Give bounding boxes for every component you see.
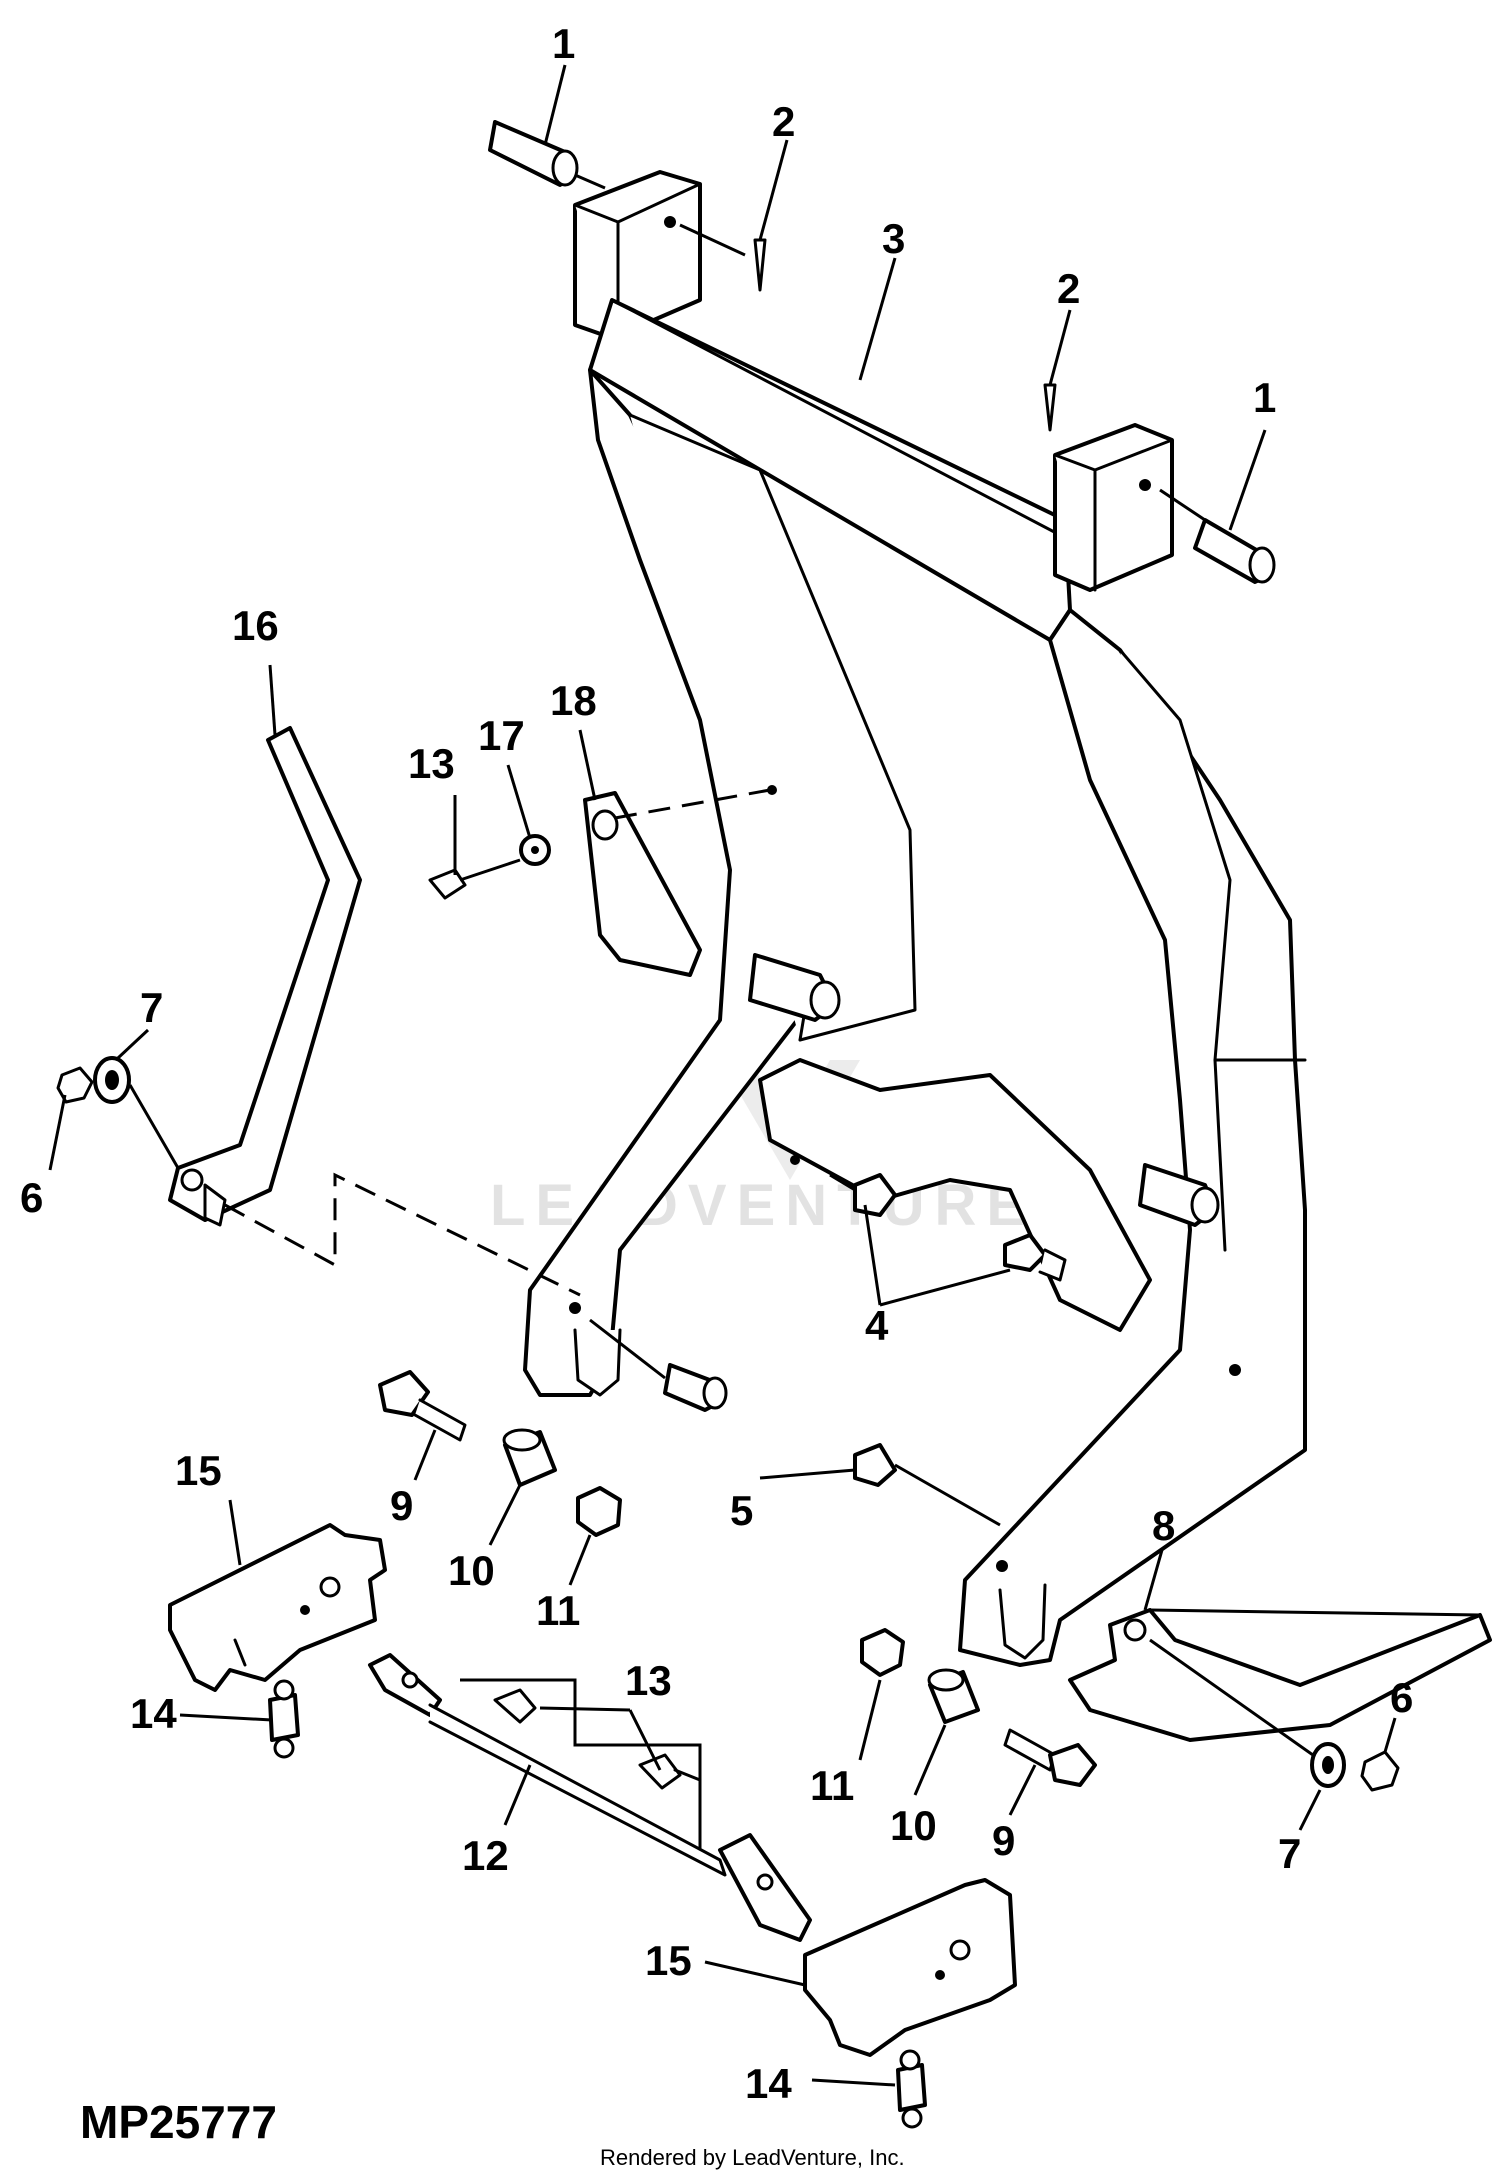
callout-2-right: 2 bbox=[1057, 265, 1080, 312]
callout-15-upper: 15 bbox=[175, 1447, 222, 1494]
callout-4: 4 bbox=[865, 1302, 889, 1349]
linkage-rod-12 bbox=[368, 1653, 812, 1942]
washer-7-right bbox=[1310, 1742, 1346, 1788]
plate-15-upper bbox=[168, 1523, 387, 1692]
callout-14-lower: 14 bbox=[745, 2060, 792, 2107]
callout-3: 3 bbox=[882, 215, 905, 262]
pin-top-left bbox=[488, 120, 606, 190]
callout-10-left: 10 bbox=[448, 1547, 495, 1594]
callout-6-right: 6 bbox=[1390, 1674, 1413, 1721]
callout-11-left: 11 bbox=[536, 1587, 580, 1634]
callout-1-top-left: 1 bbox=[552, 20, 575, 67]
callout-8: 8 bbox=[1152, 1502, 1175, 1549]
nut-6-left bbox=[56, 1066, 94, 1104]
callout-17: 17 bbox=[478, 712, 525, 759]
bolt-9-right bbox=[1003, 1728, 1097, 1787]
nut-6-right bbox=[1360, 1750, 1400, 1792]
washer-17 bbox=[519, 834, 551, 866]
loader-frame bbox=[523, 170, 1307, 1667]
callout-15-lower: 15 bbox=[645, 1937, 692, 1984]
bolt-13-lower-b bbox=[638, 1753, 702, 1790]
nut-11-right bbox=[860, 1628, 905, 1677]
callout-6-left: 6 bbox=[20, 1174, 43, 1221]
callout-5: 5 bbox=[730, 1487, 753, 1534]
spacer-10-right bbox=[927, 1668, 980, 1724]
callout-7-right: 7 bbox=[1278, 1830, 1301, 1877]
bolt-13-lower-a bbox=[493, 1688, 537, 1724]
dash-line-18 bbox=[614, 788, 771, 820]
bracket-18 bbox=[583, 791, 702, 977]
callout-7-left: 7 bbox=[140, 984, 163, 1031]
spring-14-upper bbox=[268, 1679, 300, 1759]
callout-14-upper: 14 bbox=[130, 1690, 177, 1737]
render-credit: Rendered by LeadVenture, Inc. bbox=[600, 2145, 905, 2170]
spacer-10-left bbox=[502, 1428, 557, 1487]
pin-5-a bbox=[589, 1318, 728, 1412]
callout-11-right: 11 bbox=[810, 1762, 854, 1809]
nut-11-left bbox=[576, 1486, 622, 1537]
spring-14-lower bbox=[896, 2049, 927, 2129]
plate-15-lower bbox=[803, 1878, 1017, 2057]
bolt-5-b bbox=[853, 1443, 1001, 1527]
leader-handle-pin bbox=[128, 1084, 180, 1169]
dash-line-left bbox=[224, 1172, 581, 1297]
handle-left bbox=[168, 726, 362, 1227]
washer-7-left bbox=[93, 1056, 131, 1104]
callout-1-top-right: 1 bbox=[1253, 374, 1276, 421]
bolt-9-left bbox=[378, 1370, 467, 1442]
leader-handle-right bbox=[1149, 1638, 1321, 1762]
bolt-4-b bbox=[1003, 1233, 1067, 1282]
callout-labels: 1 2 3 2 1 16 13 17 18 7 6 4 9 10 11 5 15… bbox=[20, 20, 1413, 2107]
callout-2-left: 2 bbox=[772, 98, 795, 145]
pin-top-right bbox=[1159, 488, 1276, 584]
callout-12: 12 bbox=[462, 1832, 509, 1879]
callout-9-left: 9 bbox=[390, 1482, 413, 1529]
handle-right bbox=[1068, 1608, 1492, 1742]
callout-13-upper: 13 bbox=[408, 740, 455, 787]
cotter-pin-right bbox=[1043, 383, 1057, 432]
callout-13-lower: 13 bbox=[625, 1657, 672, 1704]
callout-16: 16 bbox=[232, 602, 279, 649]
bolt-13-upper bbox=[428, 858, 521, 900]
callout-9-right: 9 bbox=[992, 1817, 1015, 1864]
figure-id: MP25777 bbox=[80, 2096, 277, 2148]
callout-18: 18 bbox=[550, 677, 597, 724]
callout-leaders bbox=[48, 64, 1397, 2087]
callout-10-right: 10 bbox=[890, 1802, 937, 1849]
